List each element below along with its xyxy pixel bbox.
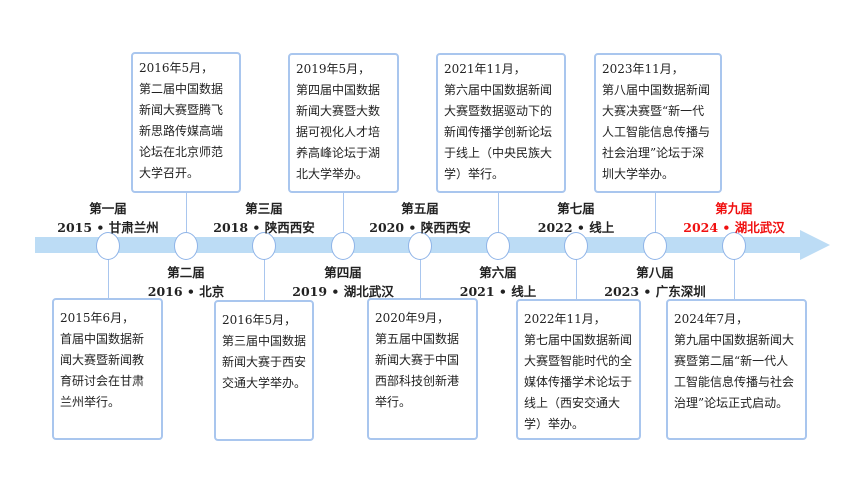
timeline-node [408, 232, 432, 260]
event-card: 2016年5月， 第三届中国数据新闻大赛于西安交通大学举办。 [214, 300, 314, 441]
session-label: 第六届 2021 • 线上 [428, 263, 568, 301]
session-label: 第七届 2022 • 线上 [506, 199, 646, 237]
connector-line [264, 258, 265, 300]
session-year-place: 2023 • 广东深圳 [604, 284, 706, 299]
session-year-place: 2015 • 甘肃兰州 [57, 220, 159, 235]
event-date: 2016年5月， [139, 61, 214, 75]
event-card: 2022年11月， 第七届中国数据新闻大赛暨智能时代的全媒体传播学术论坛于线上（西… [516, 299, 641, 440]
timeline-node [486, 232, 510, 260]
event-date: 2015年6月， [60, 311, 135, 325]
event-date: 2023年11月， [602, 62, 684, 76]
event-date: 2022年11月， [524, 312, 606, 326]
event-card: 2016年5月， 第二届中国数据新闻大赛暨腾飞新思路传媒高端论坛在北京师范大学召开… [131, 52, 241, 193]
event-card: 2015年6月， 首届中国数据新闻大赛暨新闻教育研讨会在甘肃兰州举行。 [52, 298, 163, 440]
timeline-node [96, 232, 120, 260]
session-year-place: 2020 • 陕西西安 [369, 220, 471, 235]
event-description: 第五届中国数据新闻大赛于中国西部科技创新港举行。 [375, 332, 460, 409]
session-name: 第二届 [167, 265, 205, 280]
connector-line [108, 258, 109, 298]
event-description: 第七届中国数据新闻大赛暨智能时代的全媒体传播学术论坛于线上（西安交通大学）举办。 [524, 333, 633, 431]
timeline-node [174, 232, 198, 260]
session-label: 第五届 2020 • 陕西西安 [350, 199, 490, 237]
connector-line [734, 258, 735, 299]
event-description: 第四届中国数据新闻大赛暨大数据可视化人才培养高峰论坛于湖北大学举办。 [296, 83, 381, 181]
event-description: 第二届中国数据新闻大赛暨腾飞新思路传媒高端论坛在北京师范大学召开。 [139, 82, 224, 180]
event-description: 第三届中国数据新闻大赛于西安交通大学举办。 [222, 334, 307, 390]
event-card: 2019年5月， 第四届中国数据新闻大赛暨大数据可视化人才培养高峰论坛于湖北大学举… [288, 53, 399, 193]
timeline-node [643, 232, 667, 260]
event-card: 2024年7月， 第九届中国数据新闻大赛暨第二届“新一代人工智能信息传播与社会治理… [666, 299, 807, 440]
event-date: 2020年9月， [375, 311, 450, 325]
event-card: 2021年11月， 第六届中国数据新闻大赛暨数据驱动下的新闻传播学创新论坛于线上（… [436, 53, 566, 193]
session-year-place: 2022 • 线上 [537, 220, 615, 235]
event-card: 2020年9月， 第五届中国数据新闻大赛于中国西部科技创新港举行。 [367, 298, 478, 440]
event-description: 首届中国数据新闻大赛暨新闻教育研讨会在甘肃兰州举行。 [60, 332, 145, 409]
session-year-place: 2018 • 陕西西安 [213, 220, 315, 235]
event-date: 2024年7月， [674, 312, 749, 326]
session-label: 第八届 2023 • 广东深圳 [585, 263, 725, 301]
session-year-place: 2019 • 湖北武汉 [292, 284, 394, 299]
event-description: 第八届中国数据新闻大赛决赛暨“新一代人工智能信息传播与社会治理”论坛于深圳大学举… [602, 83, 711, 181]
session-name: 第四届 [324, 265, 362, 280]
session-name: 第三届 [245, 201, 283, 216]
session-label: 第三届 2018 • 陕西西安 [194, 199, 334, 237]
session-name: 第五届 [401, 201, 439, 216]
session-name: 第七届 [557, 201, 595, 216]
event-date: 2021年11月， [444, 62, 526, 76]
connector-line [655, 193, 656, 233]
timeline-arrow-head [800, 230, 830, 260]
connector-line [498, 193, 499, 233]
session-label: 第九届 2024 • 湖北武汉 [664, 199, 804, 237]
timeline-node [564, 232, 588, 260]
connector-line [343, 193, 344, 233]
session-name: 第一届 [89, 201, 127, 216]
session-label: 第一届 2015 • 甘肃兰州 [38, 199, 178, 237]
event-description: 第六届中国数据新闻大赛暨数据驱动下的新闻传播学创新论坛于线上（中央民族大学）举行… [444, 83, 553, 181]
connector-line [576, 258, 577, 299]
session-year-place: 2021 • 线上 [459, 284, 537, 299]
connector-line [186, 193, 187, 233]
event-date: 2016年5月， [222, 313, 297, 327]
session-name: 第八届 [636, 265, 674, 280]
connector-line [420, 258, 421, 298]
timeline-node [252, 232, 276, 260]
session-year-place: 2024 • 湖北武汉 [683, 220, 785, 235]
session-name: 第六届 [479, 265, 517, 280]
session-year-place: 2016 • 北京 [147, 284, 225, 299]
event-description: 第九届中国数据新闻大赛暨第二届“新一代人工智能信息传播与社会治理”论坛正式启动。 [674, 333, 795, 410]
timeline-node [722, 232, 746, 260]
session-name: 第九届 [715, 201, 753, 216]
event-date: 2019年5月， [296, 62, 371, 76]
timeline-node [331, 232, 355, 260]
session-label: 第四届 2019 • 湖北武汉 [273, 263, 413, 301]
event-card: 2023年11月， 第八届中国数据新闻大赛决赛暨“新一代人工智能信息传播与社会治理… [594, 53, 722, 193]
session-label: 第二届 2016 • 北京 [116, 263, 256, 301]
